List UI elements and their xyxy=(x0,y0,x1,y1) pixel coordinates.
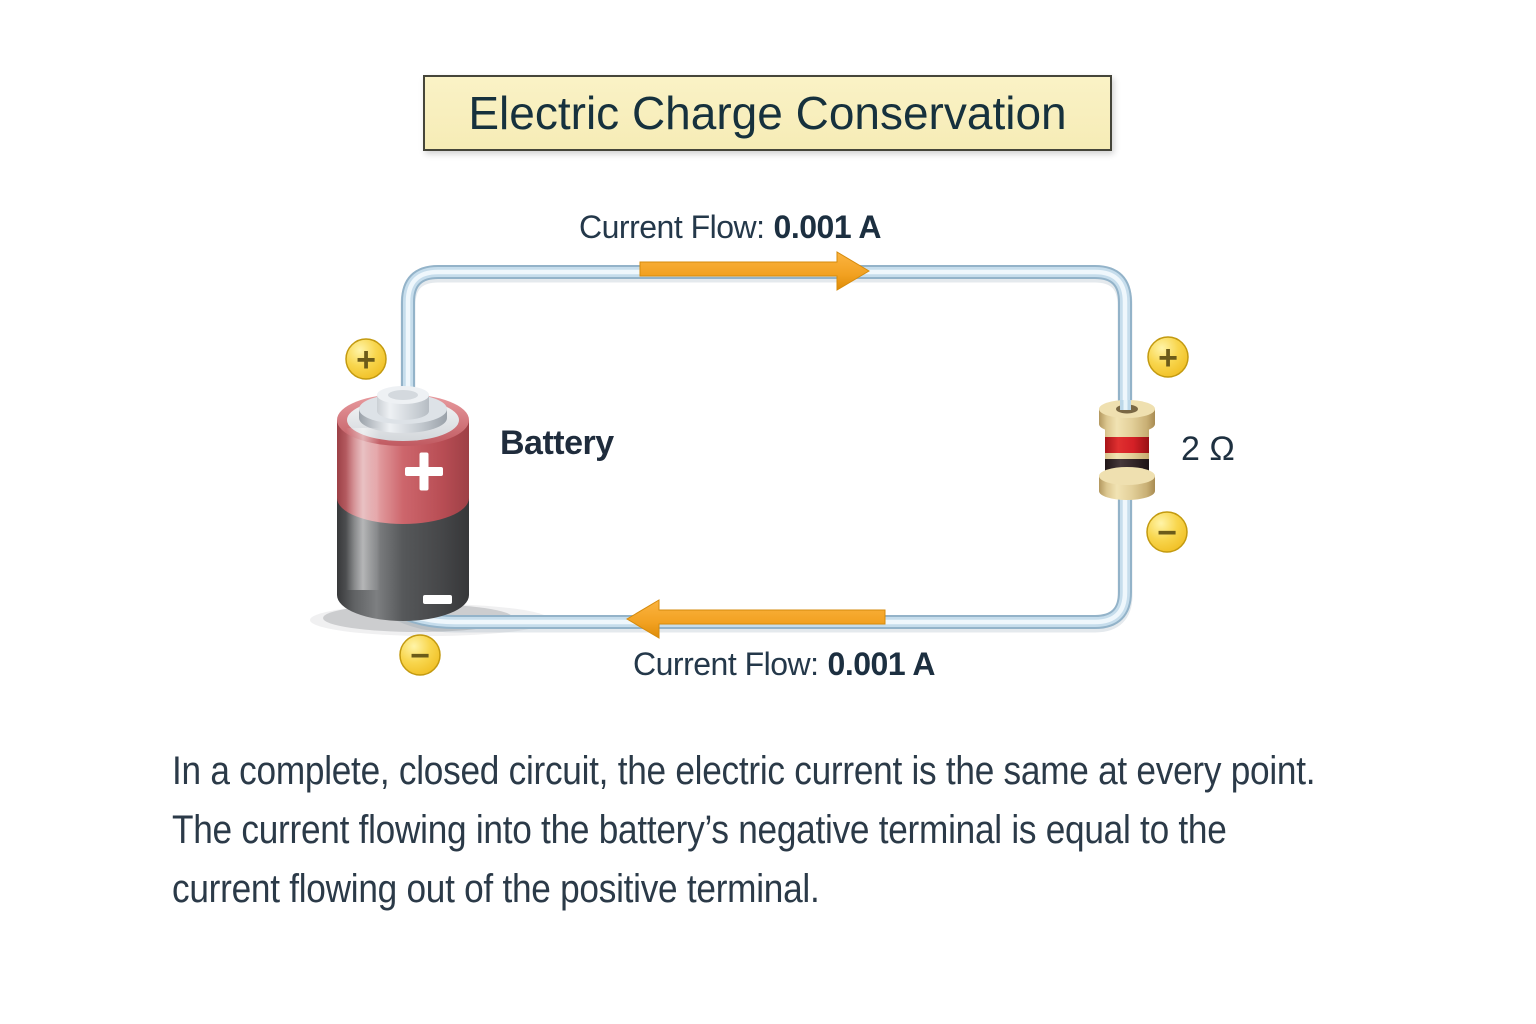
resistor-bottom-cap-face xyxy=(1099,467,1155,485)
top-current-flow-value: 0.001 A xyxy=(773,209,882,245)
battery-gloss xyxy=(346,428,380,590)
battery-negative-icon xyxy=(423,595,452,604)
resistor-positive-terminal-icon: + xyxy=(1147,336,1189,378)
caption-line-1: In a complete, closed circuit, the elect… xyxy=(172,749,1316,793)
battery-minus-symbol: − xyxy=(410,637,430,675)
resistor-minus-symbol: − xyxy=(1157,514,1177,552)
top-current-flow-label: Current Flow:0.001 A xyxy=(579,209,881,246)
circuit-wire xyxy=(386,265,1133,633)
title-box: Electric Charge Conservation xyxy=(423,75,1112,151)
bottom-current-flow-label: Current Flow:0.001 A xyxy=(633,646,935,683)
battery-illustration xyxy=(337,386,469,621)
resistor-plus-symbol: + xyxy=(1158,339,1178,377)
resistor-negative-terminal-icon: − xyxy=(1146,511,1188,553)
battery-label: Battery xyxy=(500,424,614,462)
current-arrow-top xyxy=(639,251,870,291)
resistor-illustration xyxy=(1099,400,1155,500)
battery-positive-terminal-icon: + xyxy=(345,338,387,380)
caption-line-2: The current flowing into the battery’s n… xyxy=(172,808,1227,852)
resistor-band-red xyxy=(1105,437,1149,453)
top-current-flow-text: Current Flow: xyxy=(579,209,765,245)
bottom-current-flow-value: 0.001 A xyxy=(827,646,936,682)
battery-negative-terminal-icon: − xyxy=(399,634,441,676)
battery-terminal-button-inner xyxy=(388,390,418,400)
resistor-wire-stub-highlight xyxy=(1123,400,1128,410)
caption-line-3: current flowing out of the positive term… xyxy=(172,867,820,911)
resistor-value-label: 2 Ω xyxy=(1181,430,1235,468)
page-title: Electric Charge Conservation xyxy=(468,87,1067,139)
battery-positive-icon xyxy=(405,452,443,491)
caption-paragraph: In a complete, closed circuit, the elect… xyxy=(172,742,1457,919)
bottom-current-flow-text: Current Flow: xyxy=(633,646,819,682)
battery-plus-symbol: + xyxy=(356,341,376,379)
current-arrow-bottom xyxy=(626,599,886,639)
